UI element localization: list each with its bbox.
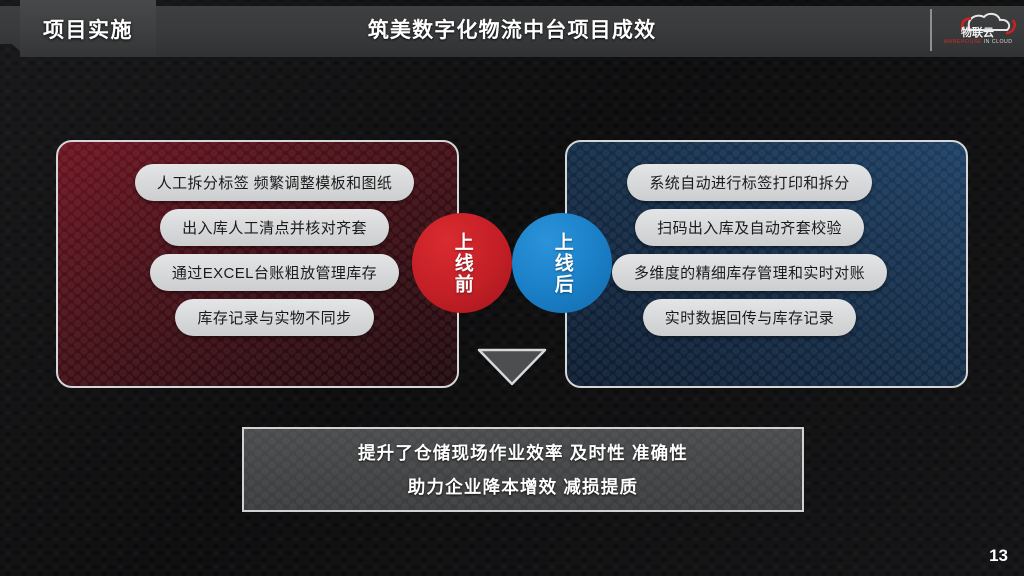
summary-box: 提升了仓储现场作业效率 及时性 准确性 助力企业降本增效 减损提质 xyxy=(242,427,804,512)
list-item[interactable]: 系统自动进行标签打印和拆分 xyxy=(627,164,872,201)
section-tab-label: 项目实施 xyxy=(43,18,133,42)
after-badge-label: 上线后 xyxy=(551,231,573,295)
logo-subtitle: WAREHOUSE IN CLOUD xyxy=(938,39,1018,45)
list-item[interactable]: 实时数据回传与库存记录 xyxy=(642,299,857,336)
logo-sub-warehouse: WAREHOUSE xyxy=(943,39,982,45)
section-tab: 项目实施 xyxy=(20,0,156,57)
brand-logo: 物联云 WAREHOUSE IN CLOUD xyxy=(930,8,1018,52)
list-item[interactable]: 出入库人工清点并核对齐套 xyxy=(160,209,389,246)
list-item[interactable]: 人工拆分标签 频繁调整模板和图纸 xyxy=(134,164,415,201)
summary-line-2: 助力企业降本增效 减损提质 xyxy=(407,477,639,497)
after-badge: 上线后 xyxy=(512,213,612,313)
logo-sub-cloud: CLOUD xyxy=(991,39,1013,45)
after-panel: 系统自动进行标签打印和拆分 扫码出入库及自动齐套校验 多维度的精细库存管理和实时… xyxy=(565,140,968,388)
before-badge-label: 上线前 xyxy=(451,231,473,295)
header-bar xyxy=(0,6,1024,57)
logo-sub-in: IN xyxy=(983,39,990,45)
list-item[interactable]: 库存记录与实物不同步 xyxy=(175,299,374,336)
page-title: 筑美数字化物流中台项目成效 xyxy=(367,19,657,42)
chevron-down-icon xyxy=(477,348,547,386)
list-item[interactable]: 扫码出入库及自动齐套校验 xyxy=(635,209,864,246)
list-item[interactable]: 多维度的精细库存管理和实时对账 xyxy=(611,254,887,291)
summary-line-1: 提升了仓储现场作业效率 及时性 准确性 xyxy=(357,443,689,463)
before-panel: 人工拆分标签 频繁调整模板和图纸 出入库人工清点并核对齐套 通过EXCEL台账粗… xyxy=(56,140,459,388)
after-item-list: 系统自动进行标签打印和拆分 扫码出入库及自动齐套校验 多维度的精细库存管理和实时… xyxy=(567,142,966,386)
page-number: 13 xyxy=(989,546,1008,565)
svg-text:物联云: 物联云 xyxy=(961,25,994,39)
logo-divider xyxy=(930,9,932,51)
cloud-logo-icon: 物联云 xyxy=(960,12,1016,39)
list-item[interactable]: 通过EXCEL台账粗放管理库存 xyxy=(149,254,400,291)
before-item-list: 人工拆分标签 频繁调整模板和图纸 出入库人工清点并核对齐套 通过EXCEL台账粗… xyxy=(58,142,457,386)
before-badge: 上线前 xyxy=(412,213,512,313)
